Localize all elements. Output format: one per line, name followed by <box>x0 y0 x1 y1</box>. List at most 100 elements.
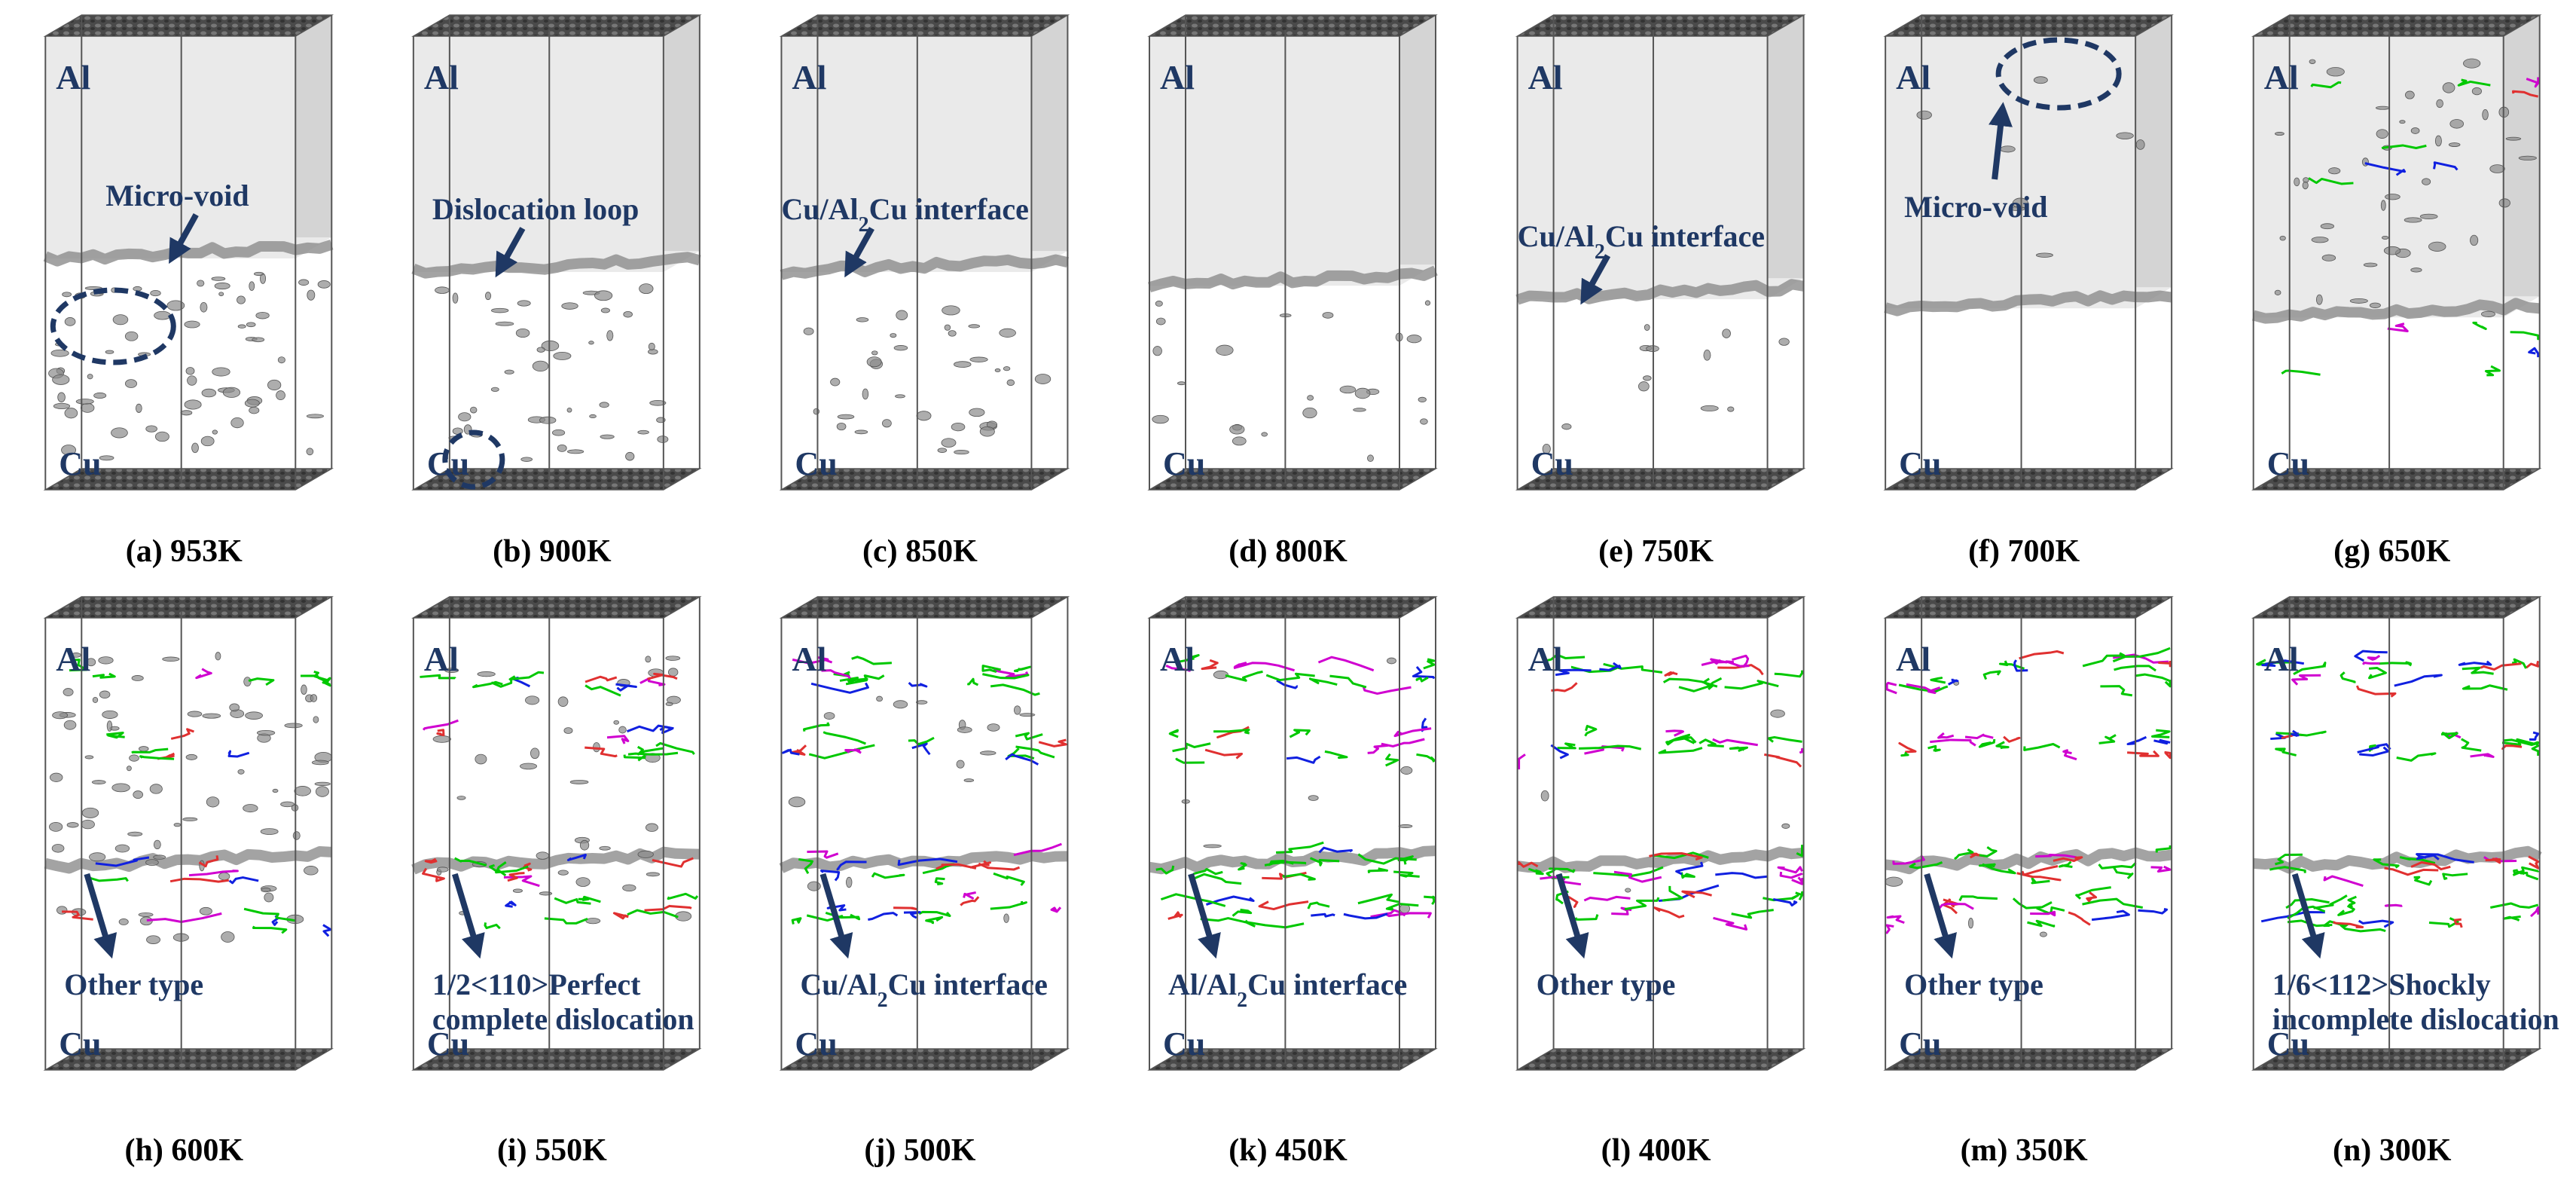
al-region <box>413 15 700 273</box>
void-particle <box>520 457 533 462</box>
void-particle <box>2434 135 2442 147</box>
dislocation-line <box>1311 912 1335 918</box>
void-particle <box>254 271 264 277</box>
void-particle <box>999 328 1016 338</box>
top-plate <box>1147 596 1438 619</box>
cu-label: Cu <box>59 1026 101 1062</box>
dislocation-line <box>1978 863 1996 868</box>
void-particle <box>93 392 107 399</box>
dislocation-line <box>1191 873 1242 885</box>
void-particle <box>2311 237 2329 243</box>
dislocation-line <box>198 855 219 868</box>
void-particle <box>311 760 329 766</box>
void-particle <box>52 711 69 720</box>
dislocation-line <box>845 674 885 686</box>
dislocation-line <box>1964 733 1994 740</box>
top-plate <box>2251 596 2542 619</box>
dislocation-line <box>422 867 445 882</box>
al-label: Al <box>1528 58 1563 96</box>
al-label: Al <box>1528 640 1563 678</box>
void-particle <box>517 300 531 307</box>
dislocation-line <box>893 906 918 911</box>
dislocation-line <box>1764 753 1802 768</box>
dislocation-line <box>1555 890 1569 905</box>
void-particle <box>954 361 972 368</box>
al-label: Al <box>1160 58 1195 96</box>
dislocation-line <box>918 910 951 918</box>
void-particle <box>84 755 94 760</box>
al-side-face <box>295 15 332 237</box>
dislocation-line <box>584 675 618 683</box>
dislocation-line <box>1543 653 1586 663</box>
dislocation-line <box>639 677 666 686</box>
dislocation-line <box>1713 916 1748 931</box>
top-plate <box>2251 14 2542 37</box>
void-particle <box>50 349 69 357</box>
dislocation-line <box>554 897 591 905</box>
void-particle <box>66 822 79 828</box>
void-particle <box>2000 145 2016 153</box>
dislocation-line <box>844 748 862 754</box>
dislocation-line <box>1774 670 1804 678</box>
interface-band <box>1516 846 1805 873</box>
dislocation-line <box>1367 867 1389 873</box>
dislocation-line <box>1701 658 1728 666</box>
void-particle <box>495 321 514 326</box>
void-particle <box>51 844 65 853</box>
void-particle <box>2448 142 2461 147</box>
dislocation-line <box>92 672 116 679</box>
void-particle <box>133 286 142 292</box>
dislocation-line <box>823 731 866 745</box>
dislocation-line <box>1540 876 1582 886</box>
dislocation-line <box>1909 860 1943 870</box>
void-particle <box>64 408 78 419</box>
dislocation-line <box>2416 854 2440 860</box>
void-particle <box>261 887 271 893</box>
void-particle <box>2375 105 2390 110</box>
dislocation-line <box>810 682 869 694</box>
dislocation-line <box>2035 854 2077 859</box>
dislocation-line <box>1583 895 1631 902</box>
void-particle <box>146 935 160 944</box>
void-particle <box>63 688 74 696</box>
dislocation-line <box>2053 856 2083 863</box>
dislocation-line <box>584 684 621 697</box>
dislocation-line <box>2396 752 2437 762</box>
void-particle <box>637 850 654 858</box>
dislocation-line <box>1013 842 1062 857</box>
dislocation-line <box>2031 877 2050 885</box>
dislocation-line <box>2433 161 2458 171</box>
void-particle <box>618 726 627 734</box>
void-particle <box>1700 405 1719 411</box>
panel-caption: (e) 750K <box>1598 534 1714 569</box>
dislocation-line <box>436 729 445 737</box>
dislocation-line <box>1731 909 1774 919</box>
void-particle <box>1152 346 1162 356</box>
void-particle <box>520 763 538 770</box>
dislocation-line <box>1204 748 1244 760</box>
dislocation-line <box>2135 673 2172 683</box>
void-particle <box>599 845 611 851</box>
void-particle <box>2419 213 2438 220</box>
void-particle <box>1561 423 1572 430</box>
void-particle <box>2380 200 2386 211</box>
void-particle <box>667 668 679 677</box>
void-particle <box>2294 177 2300 187</box>
void-particle <box>111 783 130 793</box>
void-particle <box>893 345 908 351</box>
void-particle <box>1400 766 1413 775</box>
dislocation-line <box>106 732 125 739</box>
cu-label: Cu <box>1163 445 1205 482</box>
void-particle <box>579 839 590 851</box>
dislocation-line <box>2442 873 2468 880</box>
void-particle <box>561 302 578 310</box>
dislocation-line <box>322 677 331 687</box>
dislocation-line <box>188 870 239 877</box>
void-particle <box>1637 381 1650 392</box>
al-side-face <box>663 15 700 252</box>
dislocation-line <box>1937 732 1955 739</box>
annotation-arrow <box>819 873 853 959</box>
